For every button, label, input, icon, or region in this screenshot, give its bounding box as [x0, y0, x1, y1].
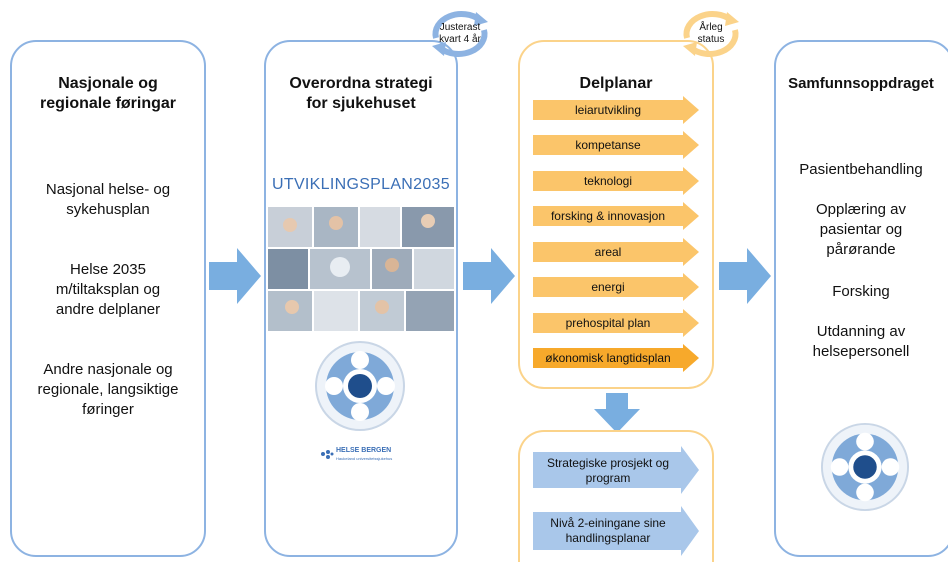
plan-arrow: prehospital plan	[533, 309, 701, 337]
panel-title: Nasjonale og regionale føringar	[39, 75, 177, 112]
panel-societal-mission: Samfunnsoppdraget Pasientbehandling Oppl…	[774, 40, 948, 557]
project-label: Nivå 2-einingane sine handlingsplanar	[550, 516, 666, 545]
cycle-label: Justerast kvart 4 år	[439, 22, 481, 45]
annual-status-cycle: Årleg status	[679, 8, 743, 60]
plan-label: energi	[591, 280, 625, 294]
flow-arrow	[209, 248, 261, 304]
guideline-item: Nasjonal helse- og sykehusplan	[45, 181, 171, 218]
plan-arrow: areal	[533, 238, 701, 266]
flow-arrow	[463, 248, 515, 304]
logo-subtext: Haukeland universitetssjukehus	[336, 456, 393, 461]
mission-item: Opplæring av pasientar og pårørande	[815, 201, 907, 258]
project-arrow: Strategiske prosjekt og program	[533, 446, 701, 494]
panel-title: Overordna strategi for sjukehuset	[289, 75, 433, 112]
plan-arrow: energi	[533, 273, 701, 301]
cycle-arrow-icon	[683, 11, 739, 57]
mission-item: Pasientbehandling	[799, 161, 923, 178]
down-arrow	[594, 393, 640, 433]
plan-label: prehospital plan	[565, 316, 651, 330]
plan-label: kompetanse	[575, 138, 641, 152]
adjust-cycle: Justerast kvart 4 år	[428, 8, 492, 60]
plan-label: teknologi	[583, 174, 633, 188]
plan-label: økonomisk langtidsplan	[545, 351, 671, 365]
helse-bergen-logo-icon	[321, 450, 334, 459]
mission-item: Utdanning av helsepersonell	[812, 323, 910, 360]
plan-arrow: forsking & innovasjon	[533, 202, 701, 230]
logo-text: HELSE BERGEN	[336, 447, 392, 454]
strategy-wheel-logo	[820, 422, 910, 512]
strategy-wheel-logo	[315, 341, 405, 431]
plan-arrow: leiarutvikling	[533, 96, 701, 124]
panel-title: Delplanar	[579, 75, 653, 92]
guideline-item: Helse 2035 m/tiltaksplan og andre delpla…	[55, 261, 161, 318]
mission-item: Forsking	[832, 283, 890, 300]
panel-overall-strategy: Overordna strategi for sjukehuset UTVIKL…	[264, 40, 458, 557]
plan-arrow: økonomisk langtidsplan	[533, 344, 701, 372]
plan-label: areal	[594, 245, 622, 259]
flow-arrow	[719, 248, 771, 304]
plan-arrow: teknologi	[533, 167, 701, 195]
panel-title: Samfunnsoppdraget	[788, 75, 934, 92]
cycle-label: Årleg status	[697, 22, 725, 45]
project-label: Strategiske prosjekt og program	[546, 456, 670, 485]
cycle-arrow-icon	[432, 11, 488, 57]
plan-arrow: kompetanse	[533, 131, 701, 159]
cover-title: UTVIKLINGSPLAN2035	[272, 176, 450, 193]
plan-label: leiarutvikling	[574, 103, 642, 117]
panel-national-guidelines: Nasjonale og regionale føringar Nasjonal…	[10, 40, 206, 557]
guideline-item: Andre nasjonale og regionale, langsiktig…	[37, 361, 179, 418]
project-arrow: Nivå 2-einingane sine handlingsplanar	[533, 506, 701, 556]
plan-label: forsking & innovasjon	[550, 209, 666, 223]
photo-collage	[268, 207, 454, 331]
